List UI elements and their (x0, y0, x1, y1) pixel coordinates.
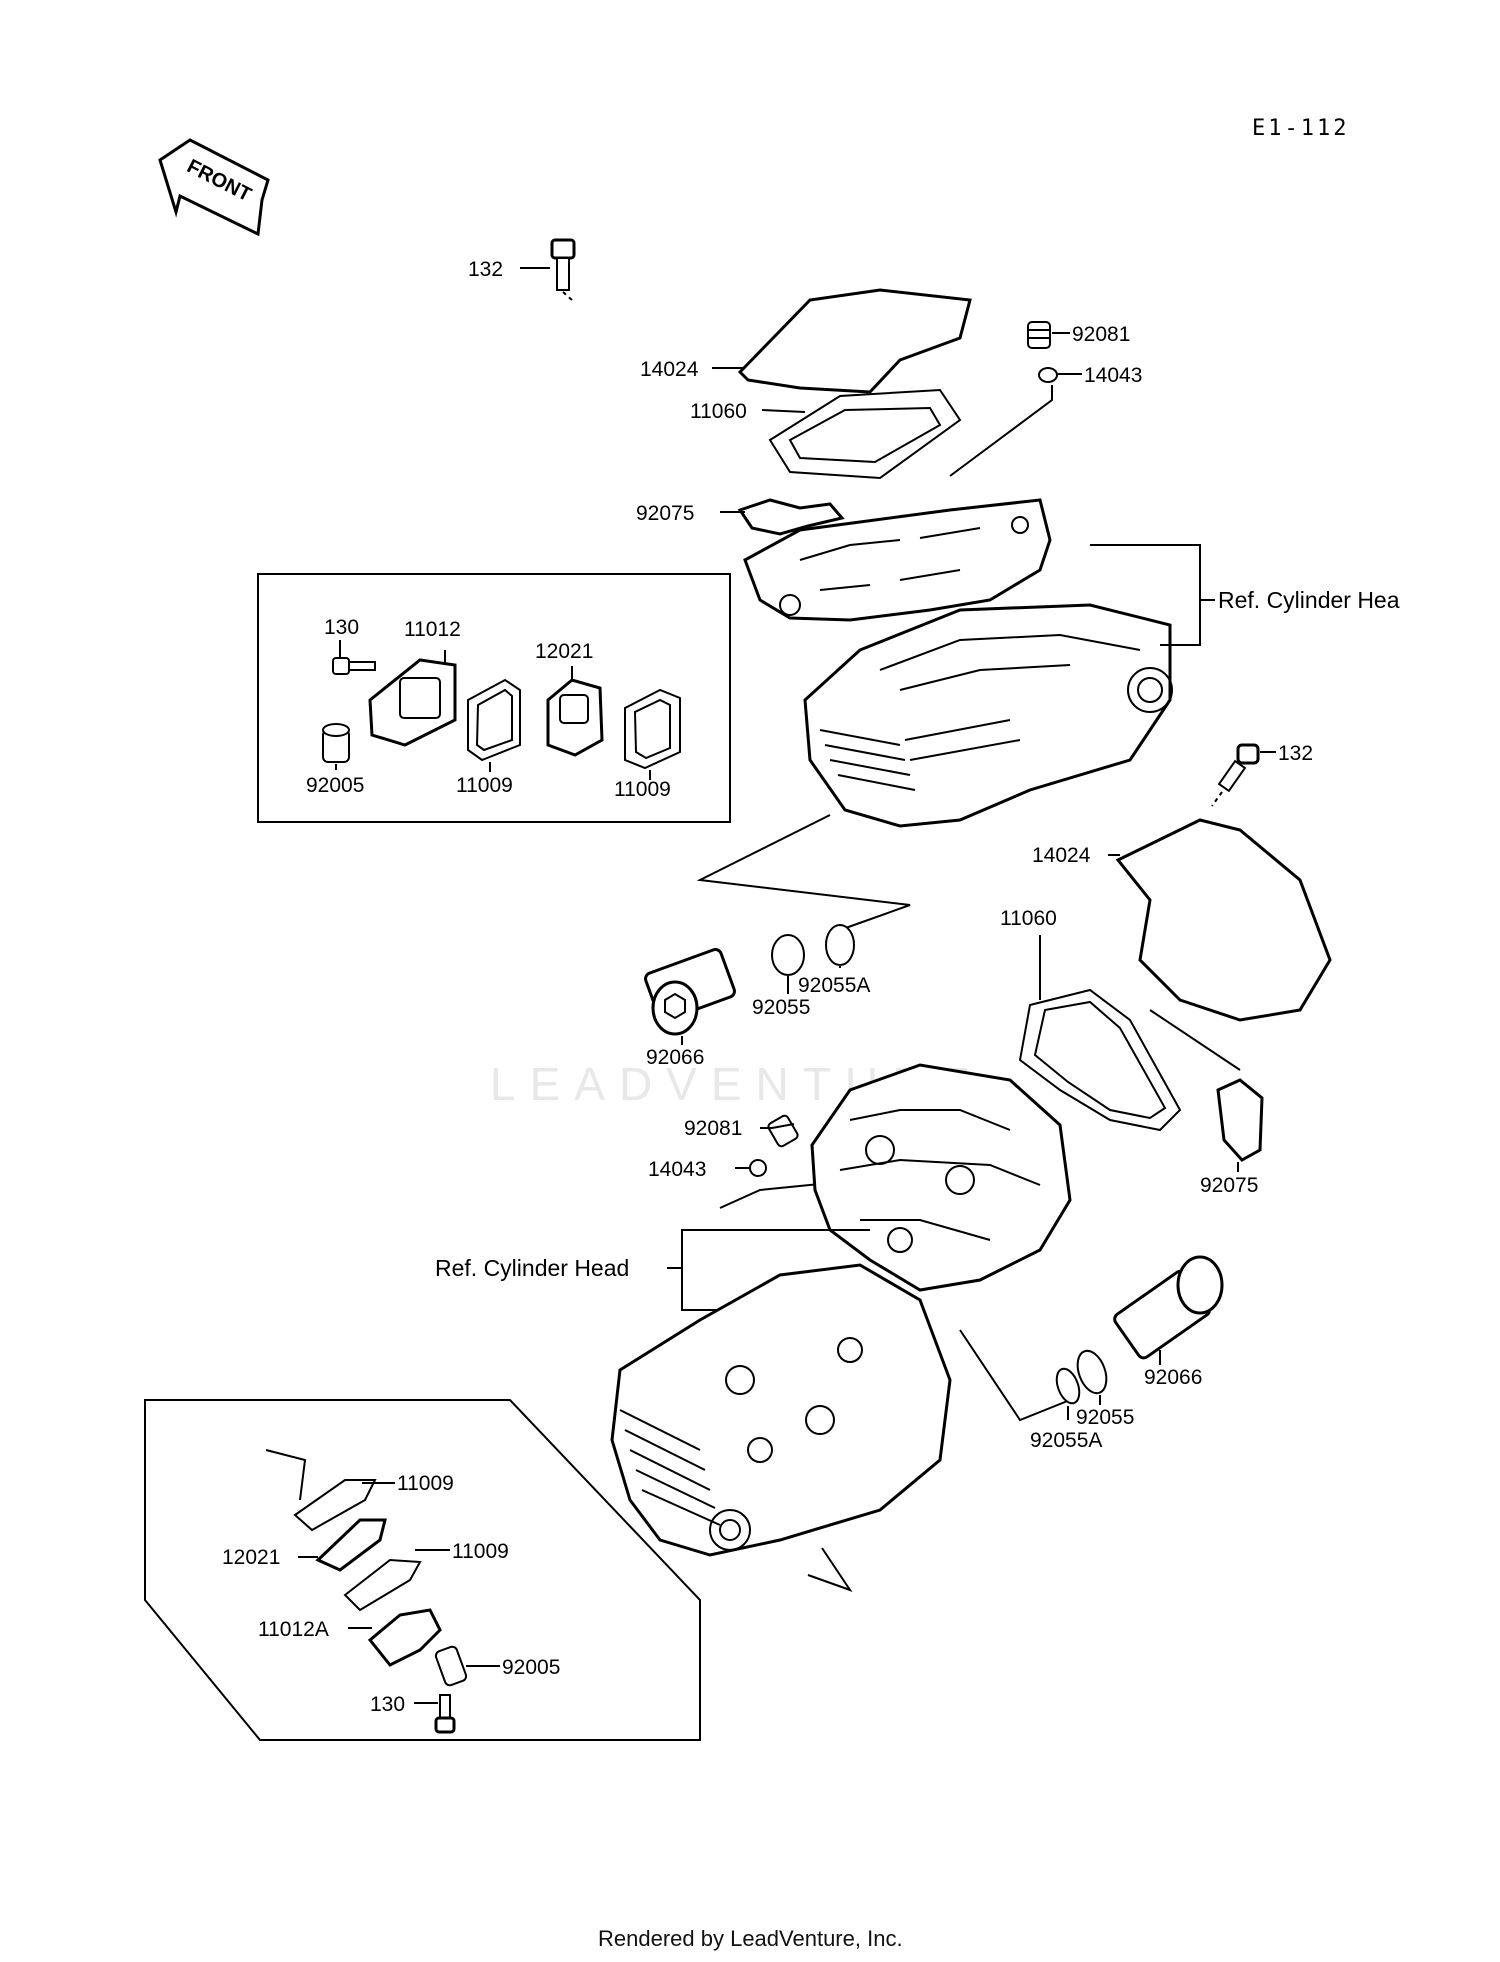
pin-14043-top-icon (1038, 367, 1058, 383)
label-92066-lower: 92066 (1144, 1366, 1202, 1389)
front-arrow-icon: FRONT (158, 138, 270, 237)
bolt-130-upper-icon (332, 657, 376, 675)
label-11009-lower-b: 11009 (452, 1540, 509, 1563)
label-92081-mid: 92081 (684, 1117, 742, 1140)
oring-92055A-upper-icon (825, 924, 855, 966)
label-92075-top: 92075 (636, 502, 694, 525)
label-132-right: 132 (1278, 742, 1313, 765)
holder-11012A-icon (367, 1608, 442, 1667)
gasket-11060-right-icon (1018, 988, 1182, 1132)
label-11012: 11012 (404, 618, 461, 641)
label-11012A: 11012A (258, 1618, 329, 1641)
footer-credit: Rendered by LeadVenture, Inc. (598, 1926, 903, 1951)
label-14043-top: 14043 (1084, 364, 1142, 387)
label-11009-upper-b: 11009 (614, 778, 671, 801)
label-11009-lower-a: 11009 (397, 1472, 454, 1495)
label-92081-top: 92081 (1072, 323, 1130, 346)
label-14024-right: 14024 (1032, 844, 1091, 867)
label-92055A-upper: 92055A (798, 974, 870, 997)
label-11060-top: 11060 (690, 400, 747, 423)
inset-box-lower (144, 1399, 701, 1741)
ref-cylinder-head-front: Ref. Cylinder Head (435, 1255, 629, 1281)
label-132-top: 132 (468, 258, 503, 281)
plug-92081-mid-icon (767, 1114, 799, 1148)
label-92005-lower: 92005 (502, 1656, 560, 1679)
label-14024-top: 14024 (640, 358, 699, 381)
ref-cylinder-head-rear: Ref. Cylinder Hea (1218, 587, 1400, 613)
oring-92055A-lower-icon (1055, 1367, 1081, 1405)
pipe-92066-upper-icon (644, 948, 736, 1036)
bolt-132-top-icon (550, 238, 576, 291)
pipe-92066-lower-icon (1113, 1255, 1224, 1360)
label-130-upper: 130 (324, 616, 359, 639)
bolt-132-right-icon (1217, 743, 1260, 793)
label-92055-lower: 92055 (1076, 1406, 1134, 1429)
cover-14024-top-icon (737, 288, 972, 394)
diagram-code: E1-112 (1252, 116, 1349, 141)
label-14043-mid: 14043 (648, 1158, 706, 1181)
inset-box-upper (257, 573, 731, 823)
valve-12021-lower-icon (315, 1518, 387, 1572)
plug-92081-top-icon (1027, 321, 1051, 349)
gasket-11009-upper-a-icon (467, 678, 521, 762)
cap-92075-top-icon (737, 498, 845, 536)
camshaft-housing-front-icon (810, 1063, 1072, 1292)
cover-14024-right-icon (1115, 818, 1332, 1022)
label-11060-right: 11060 (1000, 907, 1057, 930)
label-12021-upper: 12021 (535, 640, 593, 663)
gasket-11009-lower-a-icon (293, 1479, 377, 1532)
label-11009-upper-a: 11009 (456, 774, 513, 797)
cap-92075-right-icon (1216, 1078, 1264, 1162)
label-92066-upper: 92066 (646, 1046, 704, 1069)
cylinder-head-front-icon (610, 1263, 952, 1557)
gasket-11060-top-icon (768, 388, 962, 480)
pipe-92005-upper-icon (322, 723, 350, 763)
label-92055-upper: 92055 (752, 996, 810, 1019)
label-130-lower: 130 (370, 1693, 405, 1716)
label-92075-right: 92075 (1200, 1174, 1258, 1197)
pin-14043-mid-icon (749, 1159, 767, 1177)
label-92005-upper: 92005 (306, 774, 364, 797)
pipe-92005-lower-icon (434, 1645, 468, 1687)
cylinder-head-rear-icon (803, 603, 1172, 828)
label-92055A-lower: 92055A (1030, 1429, 1102, 1452)
bolt-130-lower-icon (434, 1694, 456, 1734)
gasket-11009-lower-b-icon (343, 1558, 422, 1612)
label-12021-lower: 12021 (222, 1546, 280, 1569)
oring-92055-lower-icon (1076, 1349, 1108, 1395)
oring-92055-upper-icon (771, 934, 805, 976)
